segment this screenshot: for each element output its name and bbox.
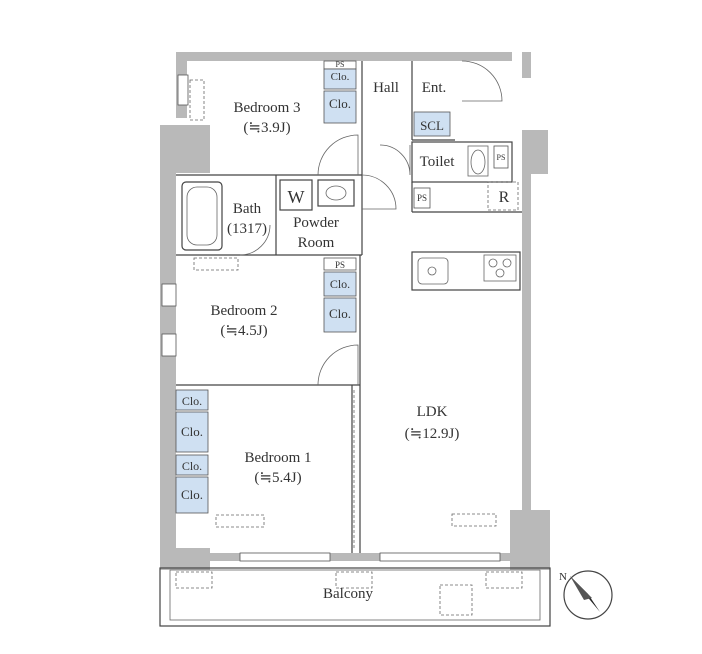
closet-labels: Clo. Clo. Clo. Clo. Clo. Clo. Clo. Clo. bbox=[181, 71, 351, 502]
bedroom2-size: (≒4.5J) bbox=[220, 323, 267, 339]
powder-room-line1: Powder bbox=[293, 215, 339, 231]
closet-label: Clo. bbox=[182, 394, 202, 408]
washer-label: W bbox=[288, 187, 305, 207]
bedroom1-size: (≒5.4J) bbox=[254, 470, 301, 486]
closets bbox=[175, 60, 509, 514]
bath-name: Bath bbox=[233, 201, 262, 217]
compass-north-letter: N bbox=[559, 571, 567, 583]
room-labels: Bedroom 3 (≒3.9J) Hall Ent. SCL Toilet B… bbox=[210, 80, 509, 602]
bedroom3-name: Bedroom 3 bbox=[233, 100, 300, 116]
closet-label: Clo. bbox=[182, 459, 202, 473]
bedroom3-size: (≒3.9J) bbox=[243, 120, 290, 136]
walls bbox=[160, 52, 550, 570]
bath-size: (1317) bbox=[227, 221, 267, 237]
closet-label: Clo. bbox=[181, 424, 203, 439]
closet-label: Clo. bbox=[331, 71, 350, 83]
ldk-name: LDK bbox=[417, 404, 448, 420]
ldk-size: (≒12.9J) bbox=[405, 426, 460, 442]
powder-room-line2: Room bbox=[298, 235, 335, 251]
pipe-space-labels: PS PS PS PS bbox=[335, 60, 505, 270]
closet-label: Clo. bbox=[329, 96, 351, 111]
ps-label: PS bbox=[336, 60, 345, 69]
closet-label: Clo. bbox=[181, 487, 203, 502]
closet-label: Clo. bbox=[330, 277, 350, 291]
north-compass: N bbox=[559, 570, 613, 620]
doors bbox=[239, 60, 503, 386]
interior-walls bbox=[176, 61, 522, 553]
ps-label: PS bbox=[335, 260, 345, 270]
ps-label: PS bbox=[417, 193, 427, 203]
closet-label: Clo. bbox=[329, 306, 351, 321]
hall-label: Hall bbox=[373, 80, 399, 96]
ps-label: PS bbox=[497, 153, 506, 162]
bedroom2-name: Bedroom 2 bbox=[210, 303, 277, 319]
refrigerator-label: R bbox=[499, 189, 510, 206]
shoe-closet-label: SCL bbox=[420, 118, 444, 133]
balcony-area bbox=[159, 567, 551, 627]
entrance-label: Ent. bbox=[422, 80, 447, 96]
balcony-label: Balcony bbox=[323, 586, 373, 602]
ac-markers bbox=[175, 79, 523, 616]
bedroom1-name: Bedroom 1 bbox=[244, 450, 311, 466]
toilet-label: Toilet bbox=[420, 154, 456, 170]
fixtures bbox=[181, 145, 521, 291]
